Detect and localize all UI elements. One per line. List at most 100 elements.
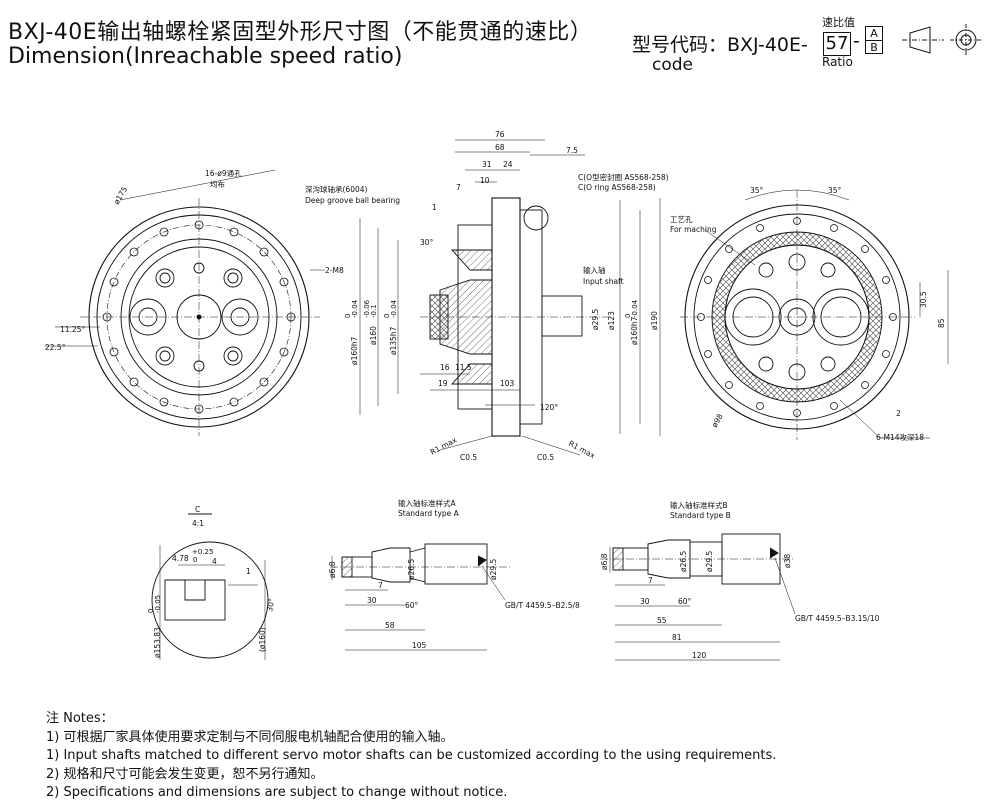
dim-103: 103	[500, 379, 515, 388]
tol-0-b: 0	[383, 314, 391, 318]
dim-76: 76	[495, 130, 505, 139]
dim-4: 4	[212, 557, 217, 566]
projection-symbol-icon	[902, 24, 982, 56]
shaft-type-b	[600, 533, 796, 661]
angle-120: 120°	[540, 403, 558, 412]
shaft-b-std: GB/T 4459.5–B3.15/10	[795, 614, 880, 623]
shaft-type-a	[330, 543, 510, 651]
dim-10: 10	[480, 176, 490, 185]
holes-label-cn2: 均布	[210, 179, 225, 189]
tol-004-b: -0.04	[390, 299, 398, 318]
model-code-label: 型号代码：BXJ-40E-	[632, 34, 808, 56]
dia-160h7: ø160h7	[350, 336, 359, 365]
tol-0-d: 0	[193, 556, 197, 564]
angle-35-a: 35°	[750, 186, 764, 195]
c05-a: C0.5	[460, 453, 477, 462]
dim-7-5: 7.5	[566, 146, 578, 155]
detail-c-scale: 4:1	[192, 519, 204, 528]
shaft-a-dim-30: 30	[367, 596, 377, 605]
dim-24: 24	[503, 160, 513, 169]
dim-19: 19	[438, 379, 448, 388]
m8-label: 2-M8	[325, 266, 344, 275]
holes-label-cn: 16-ø9通孔	[205, 168, 242, 178]
front-view	[45, 169, 325, 436]
shaft-a-std: GB/T 4459.5–B2.5/8	[505, 601, 580, 610]
dia-160: ø160	[369, 326, 378, 345]
shaft-a-dia-26-5: ø26.5	[407, 558, 416, 580]
back-view	[680, 189, 949, 440]
shaft-b-dim-7: 7	[648, 576, 653, 585]
dia-98: ø98	[710, 412, 725, 429]
shaft-b-dim-120: 120	[692, 651, 707, 660]
angle-1125-label: 11.25°	[60, 325, 85, 334]
notes-section: 注 Notes： 1) 可根据厂家具体使用要求定制与不同伺服电机轴配合使用的输入…	[46, 710, 776, 803]
oring-label-en: C(O ring AS568-258)	[578, 183, 656, 192]
oring-label-cn: C(O型密封圈 AS568-258)	[578, 172, 669, 182]
tech-hole-en: For maching	[670, 225, 717, 234]
dia-135h7: ø135h7	[389, 326, 398, 355]
dim-2: 2	[896, 409, 901, 418]
type-ab-box: A B	[865, 26, 883, 54]
shaft-a-title-cn: 输入轴标准样式A	[398, 498, 456, 508]
dim-30-5: 30.5	[919, 291, 928, 308]
shaft-a-dia-6-8: ø6.8	[328, 561, 337, 578]
dim-16: 16	[440, 363, 450, 372]
code-label-en: code	[652, 55, 693, 75]
shaft-a-dim-58: 58	[385, 621, 395, 630]
dim-4-78: 4.78	[172, 554, 189, 563]
side-view	[359, 139, 661, 456]
dim-85: 85	[937, 318, 946, 328]
shaft-b-title-en: Standard type B	[670, 511, 731, 520]
bearing-label-en: Deep groove ball bearing	[305, 196, 400, 205]
ratio-label-en: Ratio	[822, 55, 853, 69]
angle-35-b: 35°	[828, 186, 842, 195]
dia-153-83: ø153.83	[153, 627, 162, 658]
dia-123: ø123	[607, 311, 616, 330]
dia-160h7-b: ø160h7	[630, 316, 639, 345]
bearing-label-cn: 深沟球轴承(6004)	[305, 184, 368, 194]
dia-190: ø190	[650, 311, 659, 330]
back-bolt-ring	[697, 217, 897, 417]
dia-160-ref: (ø160)	[258, 627, 267, 652]
dia-175-label: ø175	[112, 185, 129, 206]
note-2-cn: 2) 规格和尺寸可能会发生变更，恕不另行通知。	[46, 766, 324, 782]
shaft-a-angle-60: 60°	[405, 601, 419, 610]
r1-max-b: R1 max	[567, 439, 597, 461]
angle-30: 30°	[420, 238, 434, 247]
c05-b: C0.5	[537, 453, 554, 462]
note-2-en: 2) Specifications and dimensions are sub…	[46, 785, 508, 800]
dim-11-5: 11.5	[455, 363, 472, 372]
tol-005: -0.05	[154, 595, 162, 613]
dim-31: 31	[482, 160, 492, 169]
dim-1-c: 1	[246, 567, 251, 576]
title-chinese: BXJ-40E输出轴螺栓紧固型外形尺寸图（不能贯通的速比）	[8, 20, 593, 45]
tech-hole-cn: 工艺孔	[670, 215, 693, 224]
dia-29-5: ø29.5	[591, 308, 600, 330]
shaft-b-dia-38: ø38	[783, 554, 792, 568]
tol-0-c: 0	[624, 314, 632, 318]
note-1-cn: 1) 可根据厂家具体使用要求定制与不同伺服电机轴配合使用的输入轴。	[46, 729, 454, 745]
shaft-a-dim-105: 105	[412, 641, 427, 650]
note-1-en: 1) Input shafts matched to different ser…	[46, 748, 777, 763]
tol-01: -0.1	[370, 304, 378, 318]
angle-225-label: 22.5°	[45, 343, 66, 352]
shaft-b-dim-81: 81	[672, 633, 682, 642]
title-english: Dimension(Inreachable speed ratio)	[8, 44, 403, 69]
shaft-b-dim-30: 30	[640, 597, 650, 606]
input-shaft-en: Input shaft	[583, 277, 624, 286]
shaft-b-dia-6-8: ø6.8	[600, 553, 609, 570]
tol-0-a: 0	[344, 314, 352, 318]
detail-c	[151, 513, 269, 660]
tol-004-c: -0.04	[631, 299, 639, 318]
dim-1: 1	[432, 203, 437, 212]
type-a-label: A	[866, 27, 882, 41]
type-b-label: B	[870, 41, 878, 54]
input-shaft-cn: 输入轴	[583, 265, 606, 275]
shaft-b-title-cn: 输入轴标准样式B	[670, 500, 728, 510]
notes-heading: 注 Notes：	[46, 711, 114, 726]
detail-c-title: C	[195, 505, 200, 514]
tol-004-a: -0.04	[351, 299, 359, 318]
angle-30-c: 30°	[265, 597, 276, 612]
ratio-label-cn: 速比值	[822, 16, 855, 29]
